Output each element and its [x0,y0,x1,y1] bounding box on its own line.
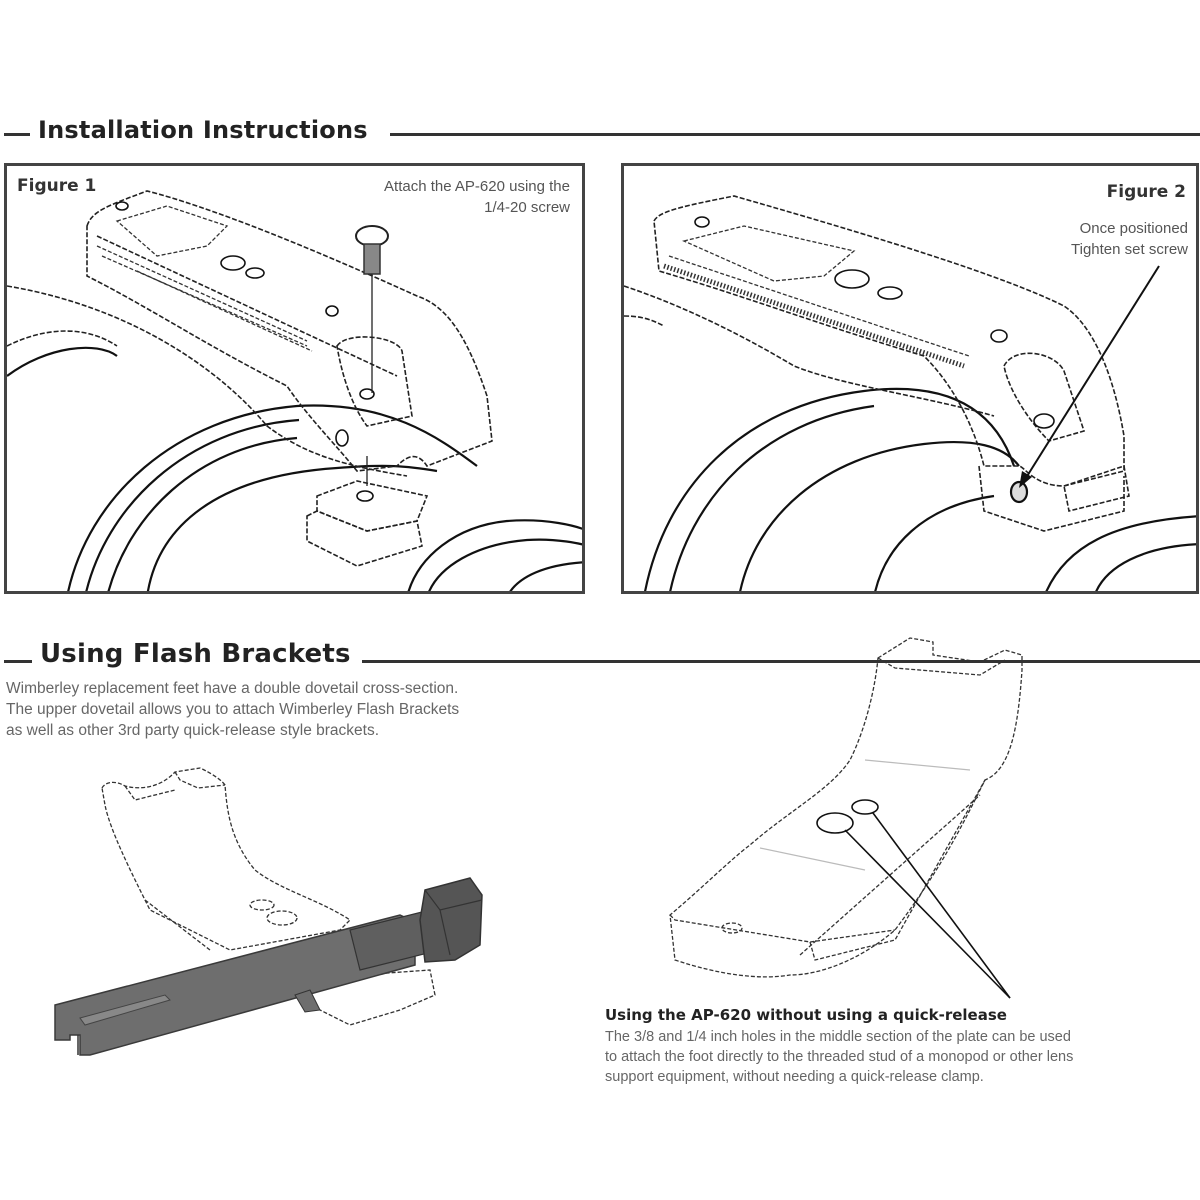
installation-title: Installation Instructions [38,116,368,144]
paragraph-line: support equipment, without needing a qui… [605,1069,984,1085]
lens-foot-set-screw-illustration [624,195,1196,591]
section-rule-right [362,660,1200,663]
section-rule-right [390,133,1200,136]
section-rule-left [4,133,30,136]
figure-1-label: Figure 1 [17,176,97,196]
figure-1-note-line: Attach the AP-620 using the [384,178,570,195]
figure-2-note: Once positioned Tighten set screw [1071,218,1188,260]
paragraph-line: as well as other 3rd party quick-release… [6,722,380,739]
paragraph-line: The 3/8 and 1/4 inch holes in the middle… [605,1029,1071,1045]
flash-brackets-paragraph: Wimberley replacement feet have a double… [6,678,459,741]
flash-brackets-title: Using Flash Brackets [40,639,351,669]
figure-2-label: Figure 2 [1106,182,1186,202]
flash-bracket-illustration [54,767,483,1056]
no-quick-release-heading: Using the AP-620 without using a quick-r… [605,1006,1007,1024]
no-quick-release-paragraph: The 3/8 and 1/4 inch holes in the middle… [605,1027,1073,1087]
paragraph-line: Wimberley replacement feet have a double… [6,680,459,697]
figure-1-note: Attach the AP-620 using the 1/4-20 screw [384,176,570,218]
section-rule-left [4,660,32,663]
figure-1-note-line: 1/4-20 screw [484,199,570,216]
figure-2-note-line: Tighten set screw [1071,241,1188,258]
figure-1-panel: Figure 1 Attach the AP-620 using the 1/4… [4,163,585,594]
lens-foot-holes-illustration [669,637,1023,999]
lens-foot-attach-illustration [7,190,582,591]
figure-2-panel: Figure 2 Once positioned Tighten set scr… [621,163,1199,594]
figure-2-note-line: Once positioned [1079,220,1188,237]
paragraph-line: The upper dovetail allows you to attach … [6,701,460,718]
paragraph-line: to attach the foot directly to the threa… [605,1049,1074,1065]
